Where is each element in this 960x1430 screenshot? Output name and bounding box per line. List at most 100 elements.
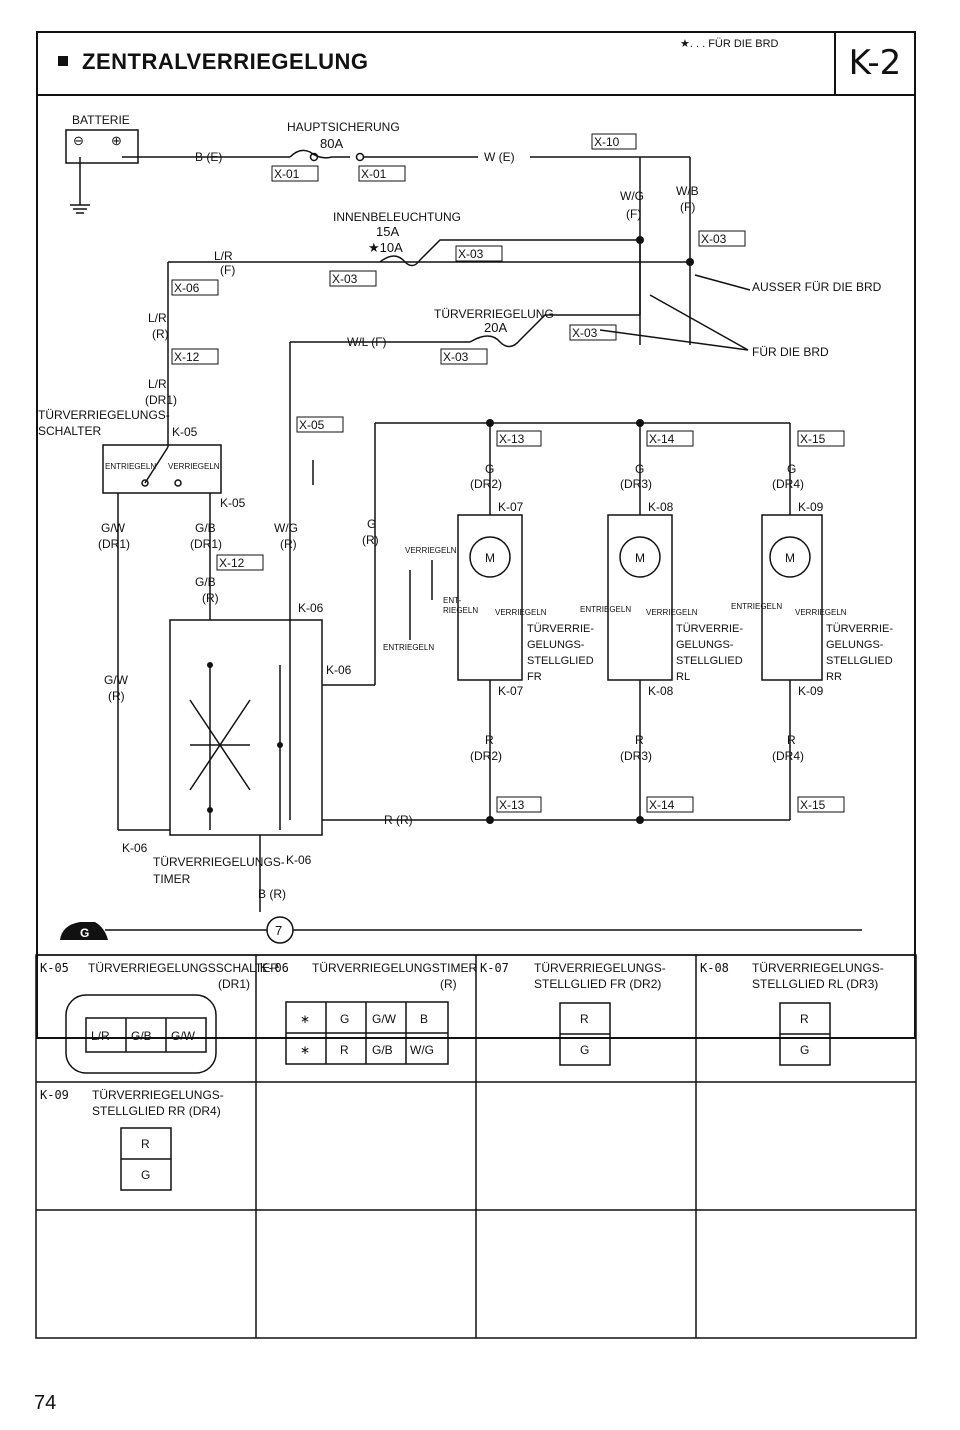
connector-k09-bottom: K-09: [798, 684, 824, 698]
battery-box: [65, 129, 139, 164]
wire-dr4-top: (DR4): [772, 477, 804, 491]
k06-pin-t2: G: [340, 1012, 349, 1026]
lock-fuse-rating: 20A: [484, 320, 507, 335]
k07-pin-1: R: [580, 1012, 589, 1026]
connector-k07-top: K-07: [498, 500, 524, 514]
k09-pin-1: R: [141, 1137, 150, 1151]
rr-lock-label: VERRIEGELN: [795, 608, 847, 617]
connector-k05-bottom: K-05: [220, 496, 246, 510]
fr-ent-label: ENT-: [443, 596, 462, 605]
wire-l-r-low: L/R: [148, 377, 167, 391]
ground-car-icon: [60, 922, 108, 940]
fr-riegeln-label: RIEGELN: [443, 606, 478, 615]
connector-k06-left: K-06: [122, 841, 148, 855]
actuator-rr-line3: STELLGLIED: [826, 655, 893, 667]
section-code: K-2: [834, 33, 914, 94]
page-title-text: ZENTRALVERRIEGELUNG: [82, 49, 369, 74]
actuator-fr-line4: FR: [527, 671, 542, 683]
wire-r-rl: R: [635, 733, 644, 747]
actuator-fr-line3: STELLGLIED: [527, 655, 594, 667]
connector-x05: X-05: [299, 418, 325, 432]
k06-pin-b3: G/B: [372, 1043, 393, 1057]
actuator-fr-line1: TÜRVERRIE-: [527, 623, 594, 635]
wire-w-b-f: (F): [680, 200, 695, 214]
k05-sub: (DR1): [218, 977, 250, 991]
bullet-icon: [58, 56, 68, 67]
arrow-lock-label: VERRIEGELN: [405, 546, 457, 555]
connector-x03-wb: X-03: [701, 232, 727, 246]
wire-dr4-bottom: (DR4): [772, 749, 804, 763]
title-bar: ZENTRALVERRIEGELUNG ★. . . FÜR DIE BRD K…: [38, 33, 914, 96]
k09-sub: STELLGLIED RR (DR4): [92, 1104, 221, 1118]
k09-pin-2: G: [141, 1168, 150, 1182]
connector-k06-bottom: K-06: [286, 853, 312, 867]
k06-sub: (R): [440, 977, 457, 991]
connector-x01-a: X-01: [274, 167, 300, 181]
motor-rr: M: [785, 551, 795, 565]
ground-number: 7: [275, 923, 282, 938]
wire-g-b-low: G/B: [195, 575, 216, 589]
timer-label-2: TIMER: [153, 872, 191, 886]
k06-name: TÜRVERRIEGELUNGSTIMER: [312, 961, 477, 975]
connector-x06-top: X-06: [174, 281, 200, 295]
wire-l-r-top-f: (F): [220, 263, 235, 277]
k05-code: K-05: [40, 961, 69, 975]
wire-w-l-f: W/L (F): [347, 335, 387, 349]
wire-dr3-bottom: (DR3): [620, 749, 652, 763]
wire-g-b-dr1: (DR1): [190, 537, 222, 551]
actuator-fr-line2: GELUNGS-: [527, 639, 585, 651]
connector-x15-top: X-15: [800, 432, 826, 446]
wire-g-rr: G: [787, 462, 796, 476]
connector-x03-interior: X-03: [458, 247, 484, 261]
connector-table-grid: [35, 954, 917, 1339]
battery-label: BATTERIE: [72, 113, 130, 127]
wire-b-r: B (R): [258, 887, 286, 901]
connector-x01-b: X-01: [361, 167, 387, 181]
main-fuse-label: HAUPTSICHERUNG: [287, 120, 400, 134]
page-number: 74: [34, 1392, 57, 1414]
wire-w-g-f: (F): [626, 207, 641, 221]
wire-g-b-top: G/B: [195, 521, 216, 535]
connector-x14-top: X-14: [649, 432, 675, 446]
wire-w-g-low: W/G: [274, 521, 298, 535]
page-title: ZENTRALVERRIEGELUNG: [58, 49, 369, 75]
connector-k05-top: K-05: [172, 425, 198, 439]
k07-code: K-07: [480, 961, 509, 975]
k08-pin-2: G: [800, 1043, 809, 1057]
wire-dr3-top: (DR3): [620, 477, 652, 491]
main-fuse-rating: 80A: [320, 136, 343, 151]
actuator-rr: [761, 423, 823, 820]
k06-code: K-06: [260, 961, 289, 975]
k06-pin-b2: R: [340, 1043, 349, 1057]
wire-g-b-r: (R): [202, 591, 219, 605]
switch-label-2: SCHALTER: [38, 424, 101, 438]
star-note: ★. . . FÜR DIE BRD: [680, 38, 779, 50]
connector-x15-bottom: X-15: [800, 798, 826, 812]
k08-sub: STELLGLIED RL (DR3): [752, 977, 878, 991]
actuator-rl-line4: RL: [676, 671, 690, 683]
ground-car-label: G: [80, 926, 89, 940]
wire-g-w-dr1: (DR1): [98, 537, 130, 551]
k07-pin-2: G: [580, 1043, 589, 1057]
motor-fr: M: [485, 551, 495, 565]
switch-box: [102, 444, 222, 494]
connector-k07-bottom: K-07: [498, 684, 524, 698]
lock-fuse-label: TÜRVERRIEGELUNG: [434, 307, 554, 321]
k08-code: K-08: [700, 961, 729, 975]
k06-pin-t4: B: [420, 1012, 428, 1026]
k09-code: K-09: [40, 1088, 69, 1102]
rr-unlock-label: ENTRIEGELN: [731, 602, 782, 611]
connector-k09-top: K-09: [798, 500, 824, 514]
connector-x03-lock-b: X-03: [443, 350, 469, 364]
wire-dr2-bottom: (DR2): [470, 749, 502, 763]
connector-k08-top: K-08: [648, 500, 674, 514]
actuator-rl-line1: TÜRVERRIE-: [676, 623, 743, 635]
wire-g-w-low: G/W: [104, 673, 129, 687]
wire-w-b: W/B: [676, 184, 699, 198]
interior-light-label: INNENBELEUCHTUNG: [333, 210, 461, 224]
actuator-rr-line2: GELUNGS-: [826, 639, 884, 651]
k06-pin-t1: ∗: [300, 1012, 310, 1026]
motor-rl: M: [635, 551, 645, 565]
wire-g-rl: G: [635, 462, 644, 476]
wire-r-r: R (R): [384, 813, 413, 827]
